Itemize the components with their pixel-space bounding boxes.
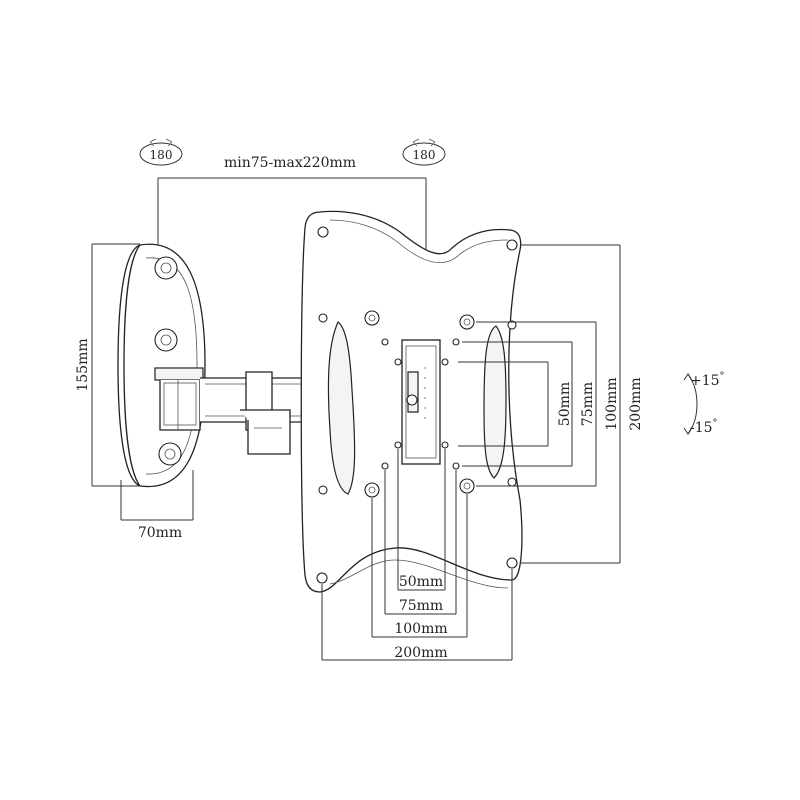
- wall-plate-width-label: 70mm: [138, 525, 182, 541]
- vesa-hole: [364, 310, 380, 326]
- rotation-left-label: 180: [150, 148, 173, 162]
- vesa-hole: [318, 313, 328, 323]
- tilt-down-label: -15°: [690, 418, 718, 436]
- vesa-hole: [507, 477, 517, 487]
- rotation-badge-left: 180: [139, 138, 183, 166]
- rotation-badge-right: 180: [402, 138, 446, 166]
- vesa-h-75-label: 75mm: [399, 598, 443, 614]
- wall-plate-width-dimension: 70mm: [120, 470, 194, 541]
- wall-plate-height-dimension: 155mm: [75, 243, 140, 487]
- rotation-arrow-icon: [412, 138, 420, 147]
- vesa-hole: [506, 557, 518, 569]
- tilt-arrow-down-icon: [683, 426, 693, 435]
- tilt-arrow-up-icon: [683, 373, 693, 382]
- vesa-v-100-label: 100mm: [604, 377, 620, 430]
- rotation-arrow-icon: [165, 138, 173, 147]
- tilt-knob: [406, 394, 418, 406]
- vesa-plate: [300, 210, 523, 593]
- vesa-slot: [483, 325, 507, 479]
- arm-extension-label: min75-max220mm: [224, 155, 356, 171]
- tilt-up-label: +15°: [690, 371, 725, 389]
- vesa-vertical-dimensions: 50mm 75mm 100mm 200mm: [458, 244, 644, 564]
- rotation-arrow-icon: [149, 138, 157, 147]
- arm-extension-dimension: min75-max220mm: [157, 155, 427, 258]
- vesa-horizontal-dimensions: 50mm 75mm 100mm 200mm: [321, 449, 513, 661]
- vesa-hole: [317, 226, 329, 238]
- vesa-h-50-label: 50mm: [399, 574, 443, 590]
- vesa-hole: [316, 572, 328, 584]
- vesa-v-50-label: 50mm: [557, 382, 573, 426]
- vesa-hole: [506, 239, 518, 251]
- vesa-hole: [459, 314, 475, 330]
- vesa-v-200-label: 200mm: [628, 377, 644, 430]
- vesa-v-75-label: 75mm: [580, 382, 596, 426]
- vesa-h-100-label: 100mm: [394, 621, 447, 637]
- wall-plate: [117, 243, 206, 488]
- wall-plate-height-label: 155mm: [75, 338, 91, 391]
- rotation-right-label: 180: [413, 148, 436, 162]
- wall-plate-hole: [154, 328, 178, 352]
- vesa-h-200-label: 200mm: [394, 645, 447, 661]
- vesa-slot: [327, 321, 356, 495]
- wall-plate-hole: [154, 256, 178, 280]
- tilt-indicator: +15° -15°: [683, 371, 725, 436]
- vesa-hole: [318, 485, 328, 495]
- vesa-hole: [459, 478, 475, 494]
- vesa-hole: [364, 482, 380, 498]
- rotation-arrow-icon: [428, 138, 436, 147]
- wall-plate-hole: [158, 442, 182, 466]
- vesa-hole: [507, 320, 517, 330]
